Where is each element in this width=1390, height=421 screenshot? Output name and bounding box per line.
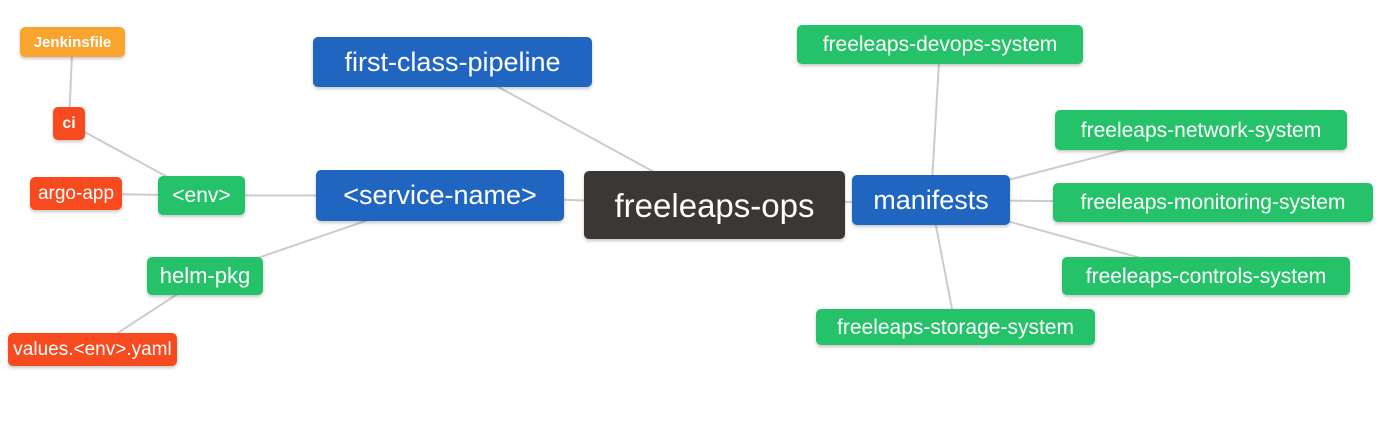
node-freeleaps-network-system[interactable]: freeleaps-network-system — [1055, 110, 1347, 150]
node-manifests[interactable]: manifests — [852, 175, 1010, 225]
node-values-env-yaml[interactable]: values.<env>.yaml — [8, 333, 177, 366]
node-service-name[interactable]: <service-name> — [316, 170, 564, 221]
node-freeleaps-storage-system[interactable]: freeleaps-storage-system — [816, 309, 1095, 345]
node-freeleaps-ops[interactable]: freeleaps-ops — [584, 171, 845, 239]
node-helm-pkg[interactable]: helm-pkg — [147, 257, 263, 295]
node-jenkinsfile[interactable]: Jenkinsfile — [20, 27, 125, 57]
node-ci[interactable]: ci — [53, 107, 85, 140]
node-argo-app[interactable]: argo-app — [30, 177, 122, 210]
node-freeleaps-devops-system[interactable]: freeleaps-devops-system — [797, 25, 1083, 64]
node-env[interactable]: <env> — [158, 176, 245, 215]
node-first-class-pipeline[interactable]: first-class-pipeline — [313, 37, 592, 87]
node-freeleaps-controls-system[interactable]: freeleaps-controls-system — [1062, 257, 1350, 295]
node-freeleaps-monitoring-system[interactable]: freeleaps-monitoring-system — [1053, 183, 1373, 222]
